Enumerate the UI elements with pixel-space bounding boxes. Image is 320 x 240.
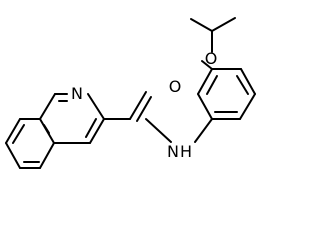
bond-phenyl-6 [197, 93, 213, 120]
bond-phenyl-inner-3 [206, 75, 218, 95]
atom-label-amide-hydrogen: H [180, 142, 192, 161]
atom-label-amide-nitrogen: N [167, 142, 179, 161]
bond-quinoline-benzo-6 [39, 142, 55, 169]
chemical-structure: O N H O N [5, 17, 256, 169]
bond-carbonyl-double-1 [129, 91, 147, 120]
bond-phenyl-5 [197, 68, 213, 95]
atom-label-carbonyl-oxygen: O [169, 77, 182, 96]
atom-label-ether-oxygen: O [205, 49, 218, 68]
bond-quinoline-benzo-2 [5, 118, 21, 144]
bond-carbonyl-nh [145, 118, 172, 143]
bond-ch-methyl-left [190, 18, 213, 32]
bond-phenyl-inner-2 [236, 75, 249, 95]
bond-carbonyl-double-2 [136, 96, 152, 122]
bond-phenyl-2 [239, 93, 256, 120]
bond-quinoline-pyridine-4 [87, 93, 105, 120]
bond-quinoline-benzo-3 [5, 142, 21, 169]
bond-quinoline-pyridine-inner-2 [85, 118, 97, 138]
atom-label-quinoline-nitrogen: N [71, 84, 83, 103]
bond-quinoline-benzo-inner-3 [43, 124, 50, 134]
bond-nh-aryl [194, 118, 213, 143]
bond-phenyl-ether [201, 60, 213, 70]
bond-phenyl-3 [240, 68, 256, 95]
bond-quinoline-benzo-inner-1 [12, 124, 25, 144]
bond-ch-methyl-right [211, 17, 236, 32]
bond-quinoline-pyridine-2 [39, 93, 56, 120]
bond-quinoline-pyridine-5 [89, 118, 105, 144]
